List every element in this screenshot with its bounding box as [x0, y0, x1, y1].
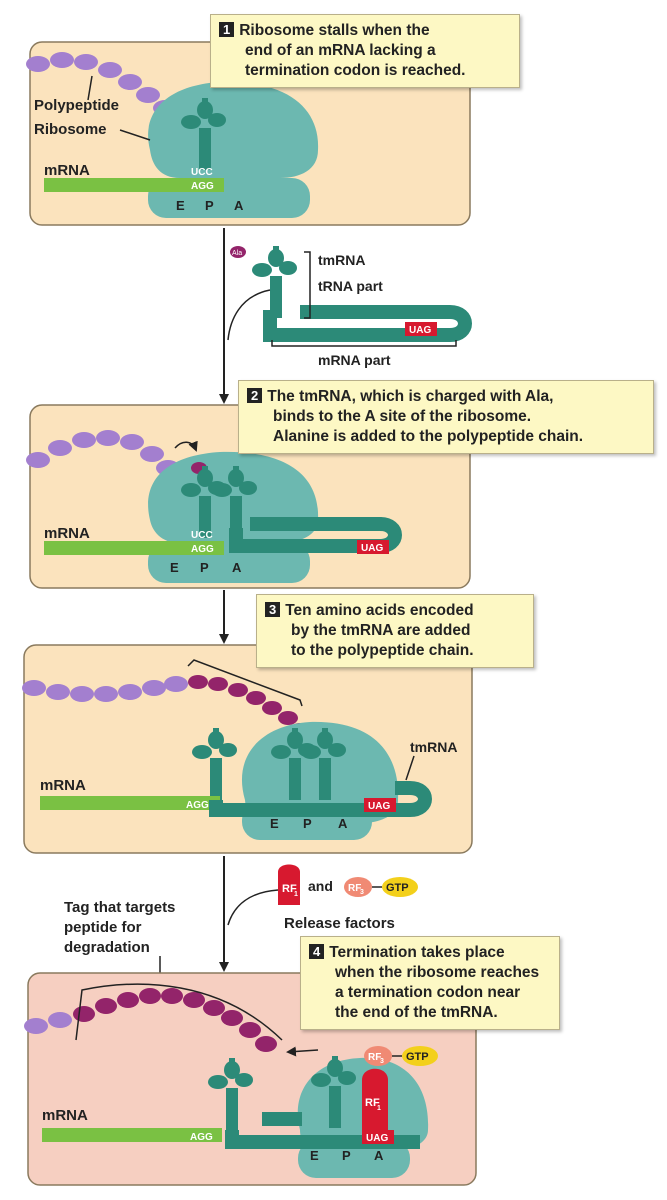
svg-text:RF: RF: [368, 1052, 381, 1063]
svg-text:mRNA: mRNA: [40, 777, 86, 794]
svg-text:UAG: UAG: [366, 1133, 388, 1144]
svg-text:AGG: AGG: [186, 800, 209, 811]
svg-text:1: 1: [294, 891, 298, 898]
panel-4: RF 1 RF 3 GTP UAG AGG mRNA E P A: [24, 972, 477, 1186]
step-3-number: 3: [265, 602, 281, 617]
site-a-label: A: [234, 198, 244, 213]
svg-text:E: E: [170, 560, 179, 575]
svg-text:UAG: UAG: [409, 325, 431, 336]
tmrna-free: Ala UAG tmRNA tRNA part mRNA part: [227, 246, 472, 368]
svg-text:AGG: AGG: [190, 1132, 213, 1143]
ribosome-label: Ribosome: [34, 121, 107, 138]
svg-text:P: P: [200, 560, 209, 575]
tag-label-3: degradation: [64, 939, 150, 956]
tmrna-label: tmRNA: [410, 739, 457, 755]
svg-text:3: 3: [380, 1058, 384, 1065]
step-4-number: 4: [309, 944, 325, 959]
svg-text:mRNA: mRNA: [44, 525, 90, 542]
svg-text:AGG: AGG: [191, 544, 214, 555]
site-e-label: E: [176, 198, 185, 213]
svg-text:A: A: [374, 1148, 384, 1163]
step-2-number: 2: [247, 388, 263, 403]
polypeptide-label: Polypeptide: [34, 97, 119, 114]
site-p-label: P: [205, 198, 214, 213]
anticodon-label: UCC: [191, 167, 213, 178]
trna-part-label: tRNA part: [318, 278, 383, 294]
svg-text:1: 1: [377, 1105, 381, 1112]
mrna-strand: [44, 178, 224, 192]
svg-text:Ala: Ala: [232, 250, 242, 257]
svg-text:E: E: [310, 1148, 319, 1163]
release-factors-label: Release factors: [284, 915, 395, 932]
tmrna-label-top: tmRNA: [318, 252, 365, 268]
mrna-part-label: mRNA part: [318, 352, 391, 368]
mrna-label: mRNA: [44, 162, 90, 179]
panel-3: UAG AGG mRNA tmRNA E P A: [22, 644, 473, 854]
svg-text:GTP: GTP: [386, 882, 409, 894]
step-1-number: 1: [219, 22, 235, 37]
svg-text:P: P: [303, 816, 312, 831]
svg-text:RF: RF: [348, 883, 361, 894]
svg-text:mRNA: mRNA: [42, 1107, 88, 1124]
svg-text:GTP: GTP: [406, 1051, 429, 1063]
svg-text:RF: RF: [282, 883, 297, 895]
release-factors: RF 1 and RF 3 GTP Release factors: [278, 864, 418, 932]
tag-label-2: peptide for: [64, 919, 142, 936]
svg-text:A: A: [232, 560, 242, 575]
svg-text:and: and: [308, 878, 333, 894]
svg-text:P: P: [342, 1148, 351, 1163]
svg-text:3: 3: [360, 889, 364, 896]
codon-label: AGG: [191, 181, 214, 192]
svg-text:UAG: UAG: [361, 543, 383, 554]
svg-text:UAG: UAG: [368, 801, 390, 812]
tag-label-1: Tag that targets: [64, 899, 175, 916]
svg-text:A: A: [338, 816, 348, 831]
svg-text:E: E: [270, 816, 279, 831]
svg-text:RF: RF: [365, 1097, 380, 1109]
svg-text:UCC: UCC: [191, 530, 213, 541]
